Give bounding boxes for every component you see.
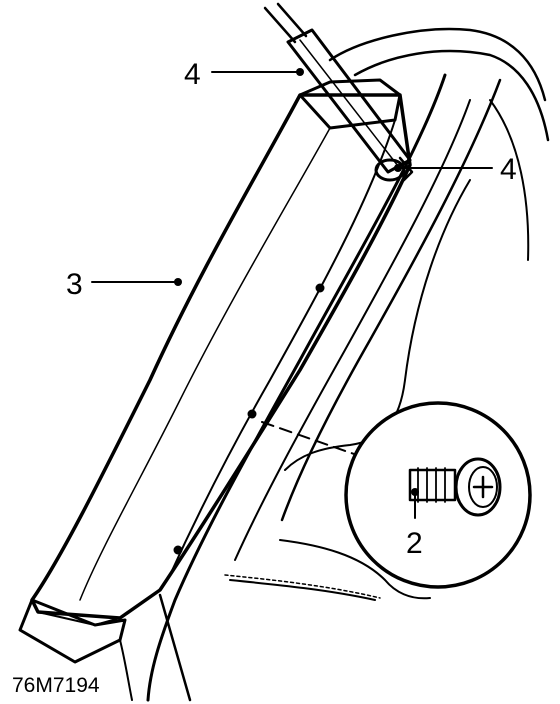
body-aperture [119,27,550,702]
callout-tool-lower: 4 [500,153,517,186]
screw-detail [261,401,532,589]
pillar-trim-panel [18,78,412,664]
clip-hole [247,409,257,419]
figure-reference: 76M7194 [12,674,100,697]
callout-screw: 2 [406,527,423,560]
leader-lines [91,68,493,519]
callout-tool-upper: 4 [184,58,201,91]
clip-hole [173,545,183,555]
detail-magnifier-circle [344,401,532,589]
callout-trim-panel: 3 [66,268,83,301]
clip-hole [315,283,325,293]
trim-removal-tool [263,2,414,182]
